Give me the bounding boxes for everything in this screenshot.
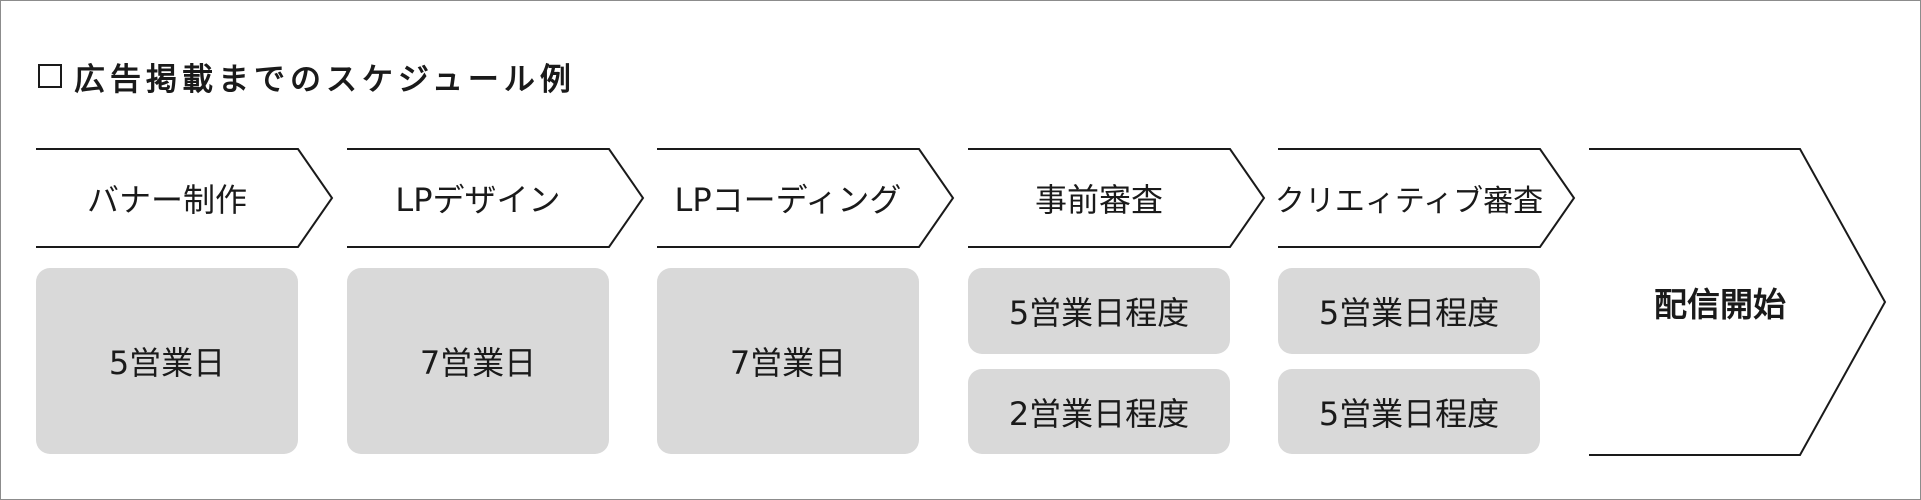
duration-box: 5営業日程度 [1278,268,1540,354]
duration-box: 5営業日程度 [1278,369,1540,454]
step-arrow-5 [1278,148,1576,248]
step-arrow-3 [657,148,955,248]
step-label-lp-design: LPデザイン [395,181,561,219]
diagram-title: 広告掲載までのスケジュール例 [38,56,576,98]
step-arrow-2 [347,148,645,248]
duration-box: 7営業日 [347,268,609,454]
step-label-banner: バナー制作 [86,181,247,219]
duration-box: 5営業日 [36,268,298,454]
step-label-lp-coding: LPコーディング [674,181,902,219]
step-arrow-4 [968,148,1266,248]
duration-box: 2営業日程度 [968,369,1230,454]
final-arrow [1589,148,1887,456]
checkbox-square-icon [38,64,62,88]
duration-box: 7営業日 [657,268,919,454]
step-label-pre-review: 事前審査 [1034,181,1163,219]
step-label-creative-review: クリエィティブ審査 [1274,184,1544,219]
final-step-label: 配信開始 [1654,285,1786,324]
step-arrow-1 [36,148,334,248]
duration-box: 5営業日程度 [968,268,1230,354]
diagram-title-text: 広告掲載までのスケジュール例 [74,61,576,98]
